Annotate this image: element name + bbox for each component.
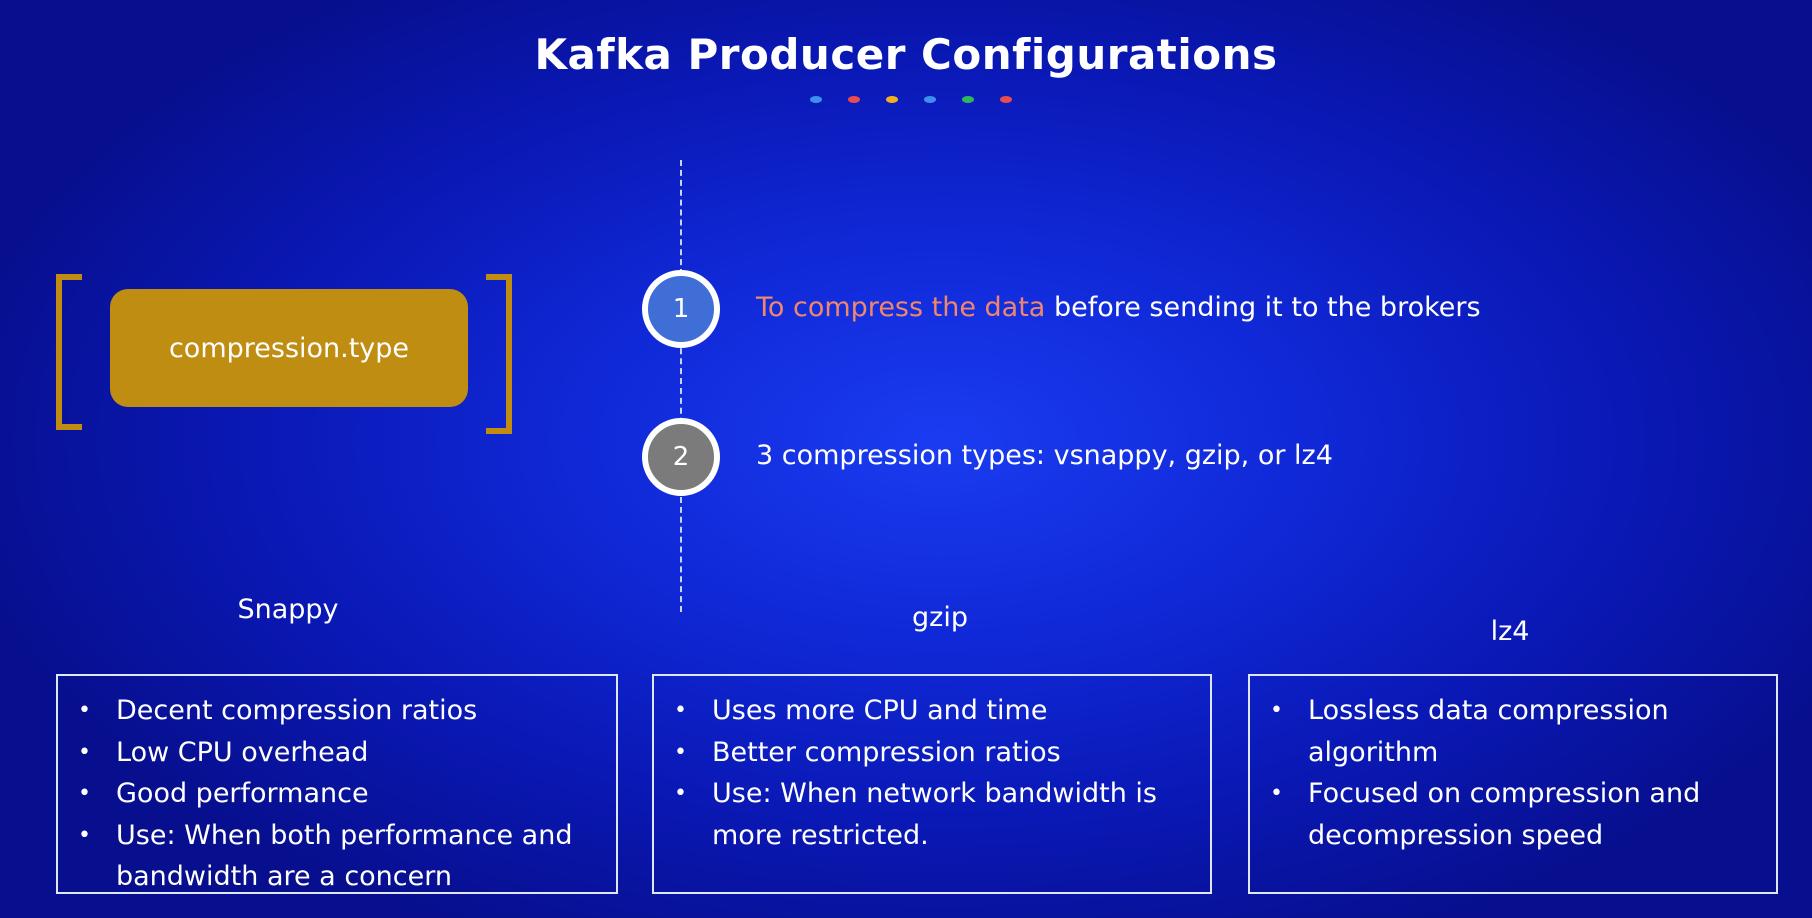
gzip-card: Uses more CPU and time Better compressio… — [652, 674, 1212, 894]
dot-6 — [1000, 96, 1012, 103]
list-item: Use: When network bandwidth is more rest… — [674, 773, 1190, 856]
step-2-text: 3 compression types: vsnappy, gzip, or l… — [756, 440, 1333, 471]
list-item: Uses more CPU and time — [674, 690, 1190, 732]
step-2-number: 2 — [672, 442, 690, 472]
snappy-list: Decent compression ratios Low CPU overhe… — [78, 690, 596, 898]
config-name-box: compression.type — [110, 289, 468, 407]
list-item: Focused on compression and decompression… — [1270, 773, 1756, 856]
list-item: Low CPU overhead — [78, 732, 596, 774]
lz4-heading: lz4 — [1490, 616, 1530, 647]
dot-1 — [810, 96, 822, 103]
lz4-list: Lossless data compression algorithm Focu… — [1270, 690, 1756, 856]
step-2-body: 3 compression types: vsnappy, gzip, or l… — [756, 440, 1333, 471]
step-1-text: To compress the data before sending it t… — [756, 292, 1481, 323]
gzip-list: Uses more CPU and time Better compressio… — [674, 690, 1190, 856]
snappy-card: Decent compression ratios Low CPU overhe… — [56, 674, 618, 894]
step-1-body: before sending it to the brokers — [1045, 292, 1481, 323]
step-1-highlight: To compress the data — [756, 292, 1046, 323]
lz4-card: Lossless data compression algorithm Focu… — [1248, 674, 1778, 894]
step-1-number: 1 — [672, 294, 690, 324]
decorative-dots — [810, 96, 1012, 103]
gzip-heading: gzip — [912, 602, 968, 633]
list-item: Use: When both performance and bandwidth… — [78, 815, 596, 898]
list-item: Good performance — [78, 773, 596, 815]
snappy-heading: Snappy — [237, 594, 339, 625]
slide-title: Kafka Producer Configurations — [534, 30, 1278, 79]
dashed-divider — [680, 160, 682, 612]
dot-3 — [886, 96, 898, 103]
dot-2 — [848, 96, 860, 103]
list-item: Lossless data compression algorithm — [1270, 690, 1756, 773]
dot-4 — [924, 96, 936, 103]
dot-5 — [962, 96, 974, 103]
left-bracket — [56, 274, 82, 430]
right-bracket — [486, 274, 512, 434]
config-name: compression.type — [168, 332, 410, 364]
list-item: Decent compression ratios — [78, 690, 596, 732]
step-1-badge: 1 — [642, 270, 720, 348]
step-2-badge: 2 — [642, 418, 720, 496]
list-item: Better compression ratios — [674, 732, 1190, 774]
